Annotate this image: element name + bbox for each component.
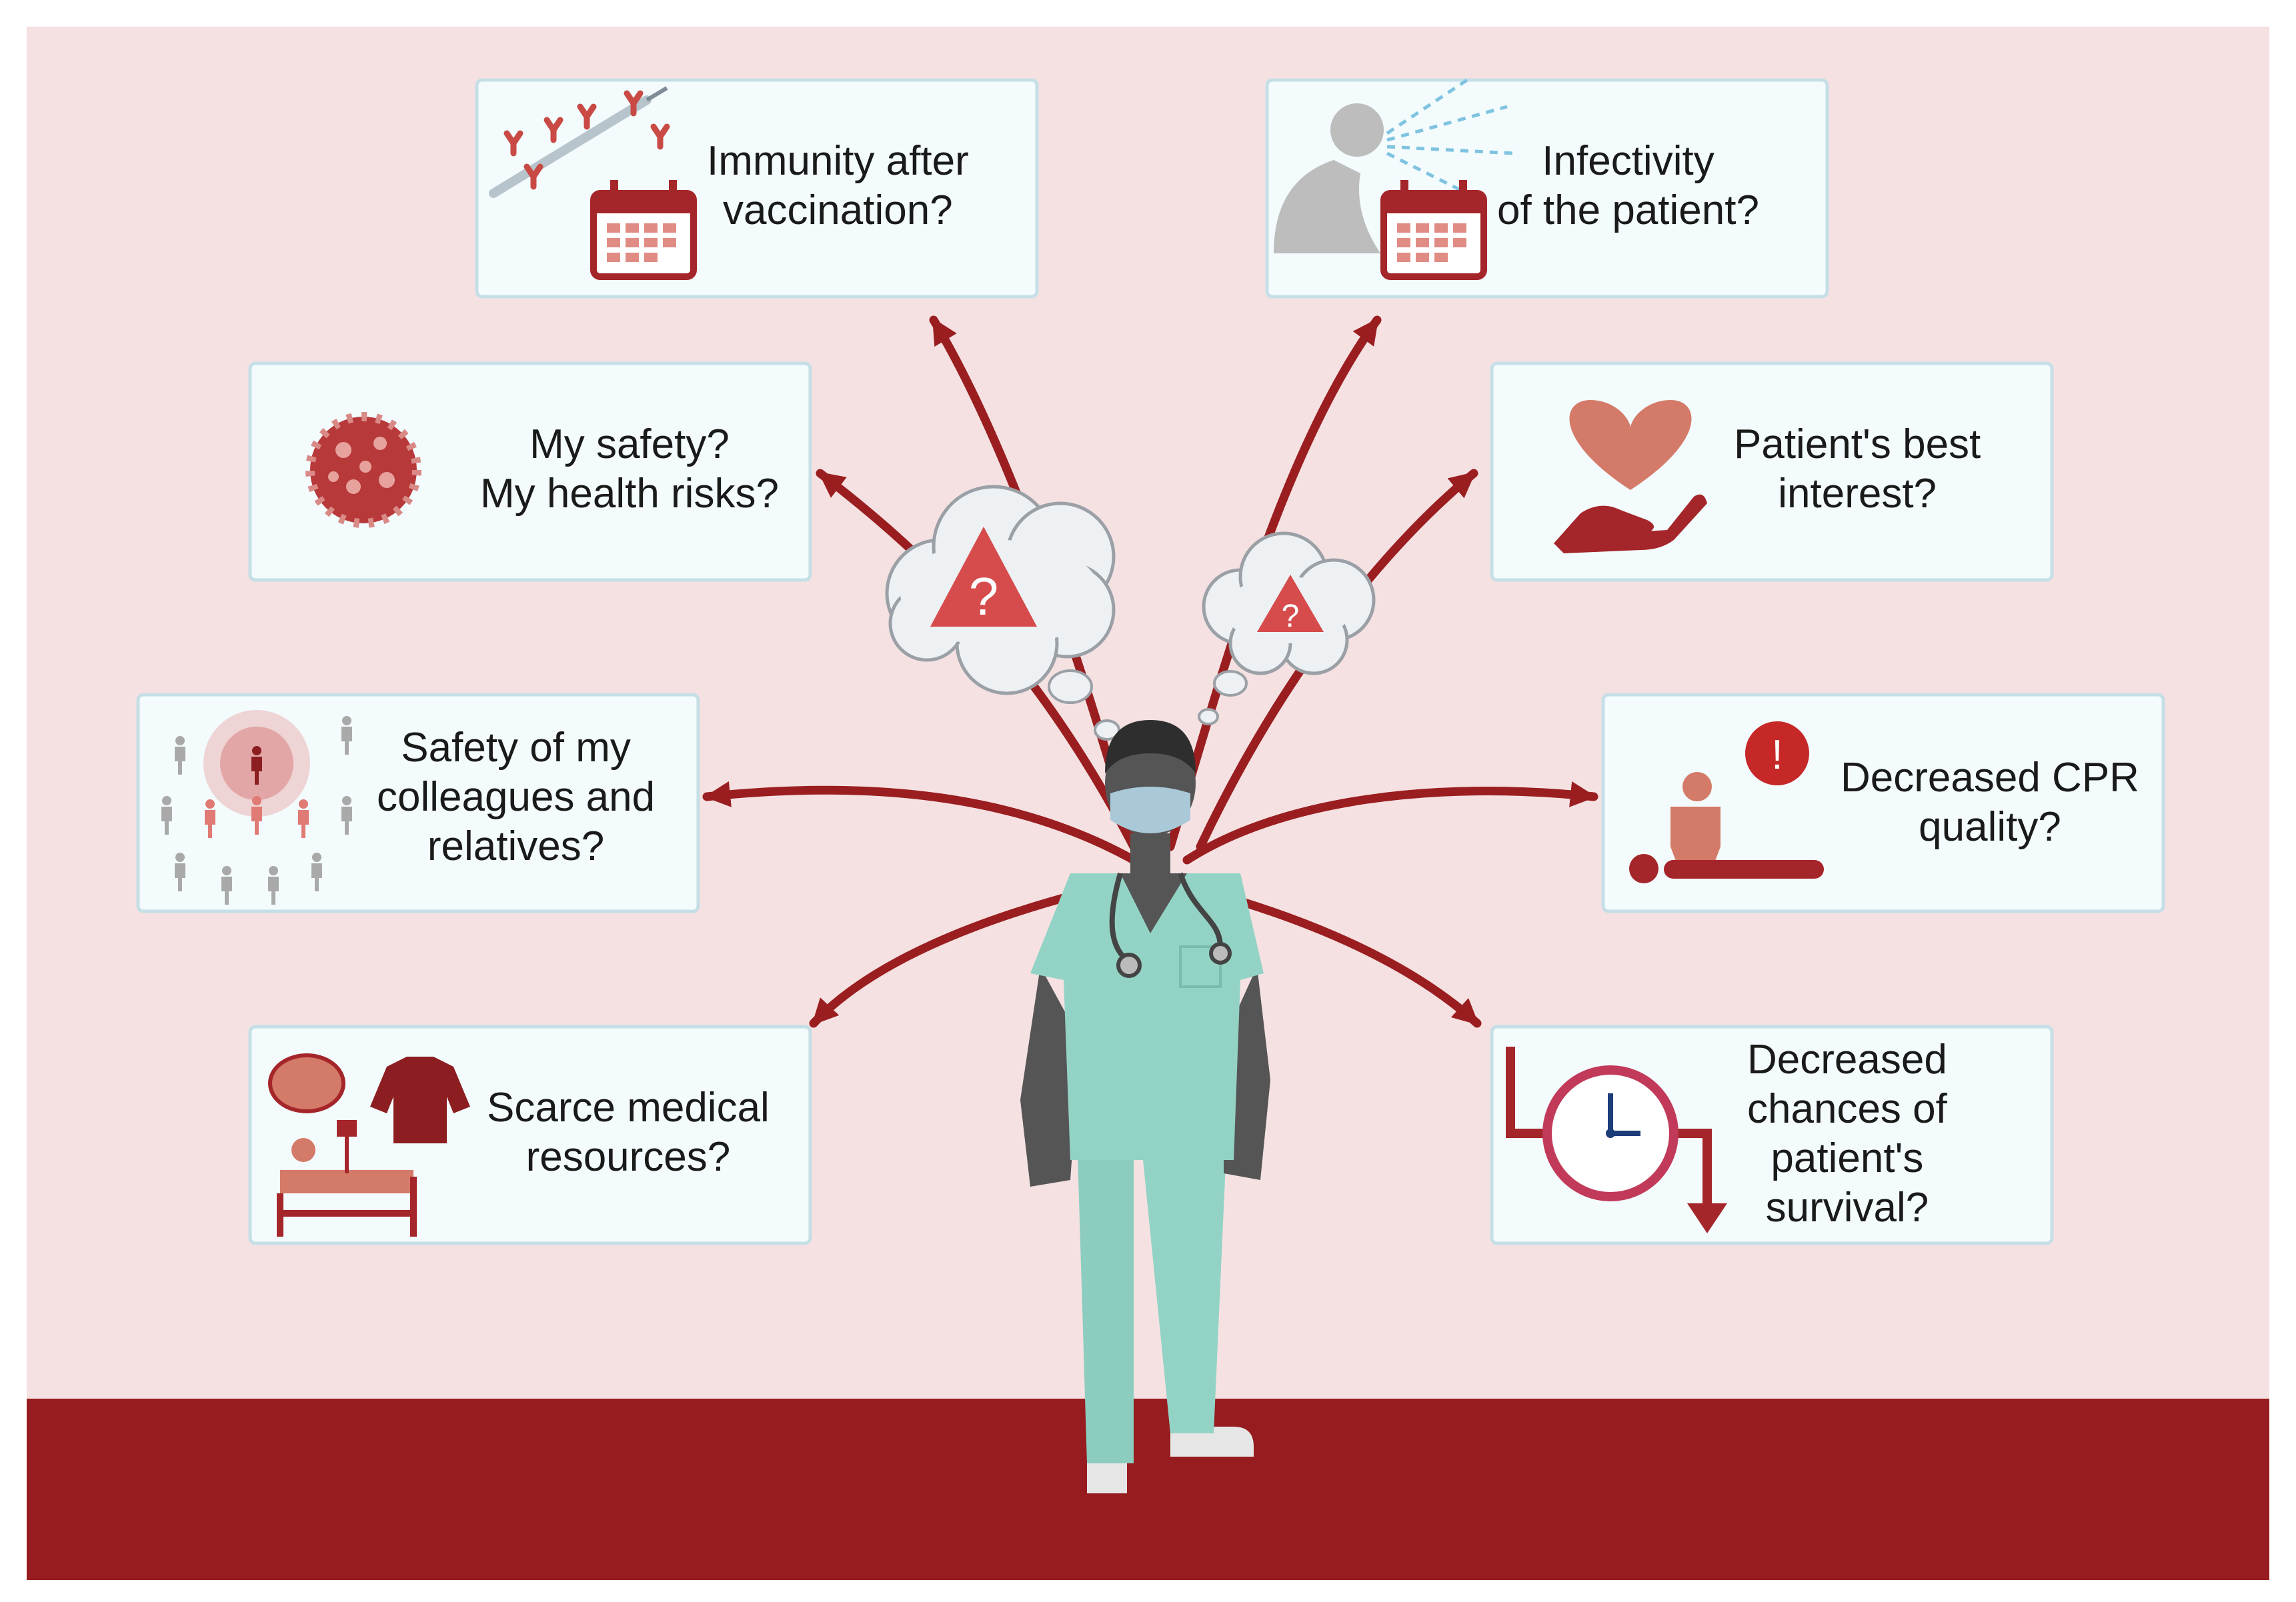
thought-bubble-large: ? xyxy=(885,485,1120,741)
bubble-question-large: ? xyxy=(969,567,999,626)
health-care-worker-icon xyxy=(1020,720,1270,1493)
infectivity-label: Infectivity of the patient? xyxy=(1497,138,1759,233)
alert-icon xyxy=(1745,721,1809,785)
heart-in-hand-icon xyxy=(1554,400,1707,553)
warning-triangle-small-icon xyxy=(1257,575,1324,632)
cpr-label: Decreased CPR quality? xyxy=(1841,755,2139,850)
clock-decline-icon xyxy=(1506,1047,1727,1233)
coughing-patient-calendar-icon xyxy=(1274,78,1514,280)
thought-bubble-small: ? xyxy=(1198,531,1376,725)
svg-text:!: ! xyxy=(1771,732,1783,778)
arrow-to-survival xyxy=(1209,889,1482,1028)
virus-icon xyxy=(305,412,421,528)
syringe-antibody-calendar-icon xyxy=(489,86,697,280)
medical-supplies-icon xyxy=(268,1053,470,1237)
cpr-icon: ! xyxy=(1629,721,1824,883)
survival-label: Decreased chances of patient's survival? xyxy=(1747,1037,1947,1231)
bubble-question-small: ? xyxy=(1282,599,1300,634)
my-safety-label: My safety? My health risks? xyxy=(480,421,779,517)
box-cpr xyxy=(1601,693,2165,913)
warning-triangle-icon xyxy=(930,527,1037,627)
arrow-to-resources xyxy=(809,889,1085,1028)
immunity-label: Immunity after vaccination? xyxy=(707,138,969,233)
people-spread-icon xyxy=(161,710,352,905)
best-interest-label: Patient's best interest? xyxy=(1734,421,1981,517)
arrow-to-colleagues xyxy=(702,781,1138,865)
colleagues-label: Safety of my colleagues and relatives? xyxy=(377,725,656,869)
floor xyxy=(27,1399,2269,1580)
box-my-safety xyxy=(248,361,812,582)
resources-label: Scarce medical resources? xyxy=(487,1085,770,1180)
arrow-to-cpr xyxy=(1182,781,1598,865)
